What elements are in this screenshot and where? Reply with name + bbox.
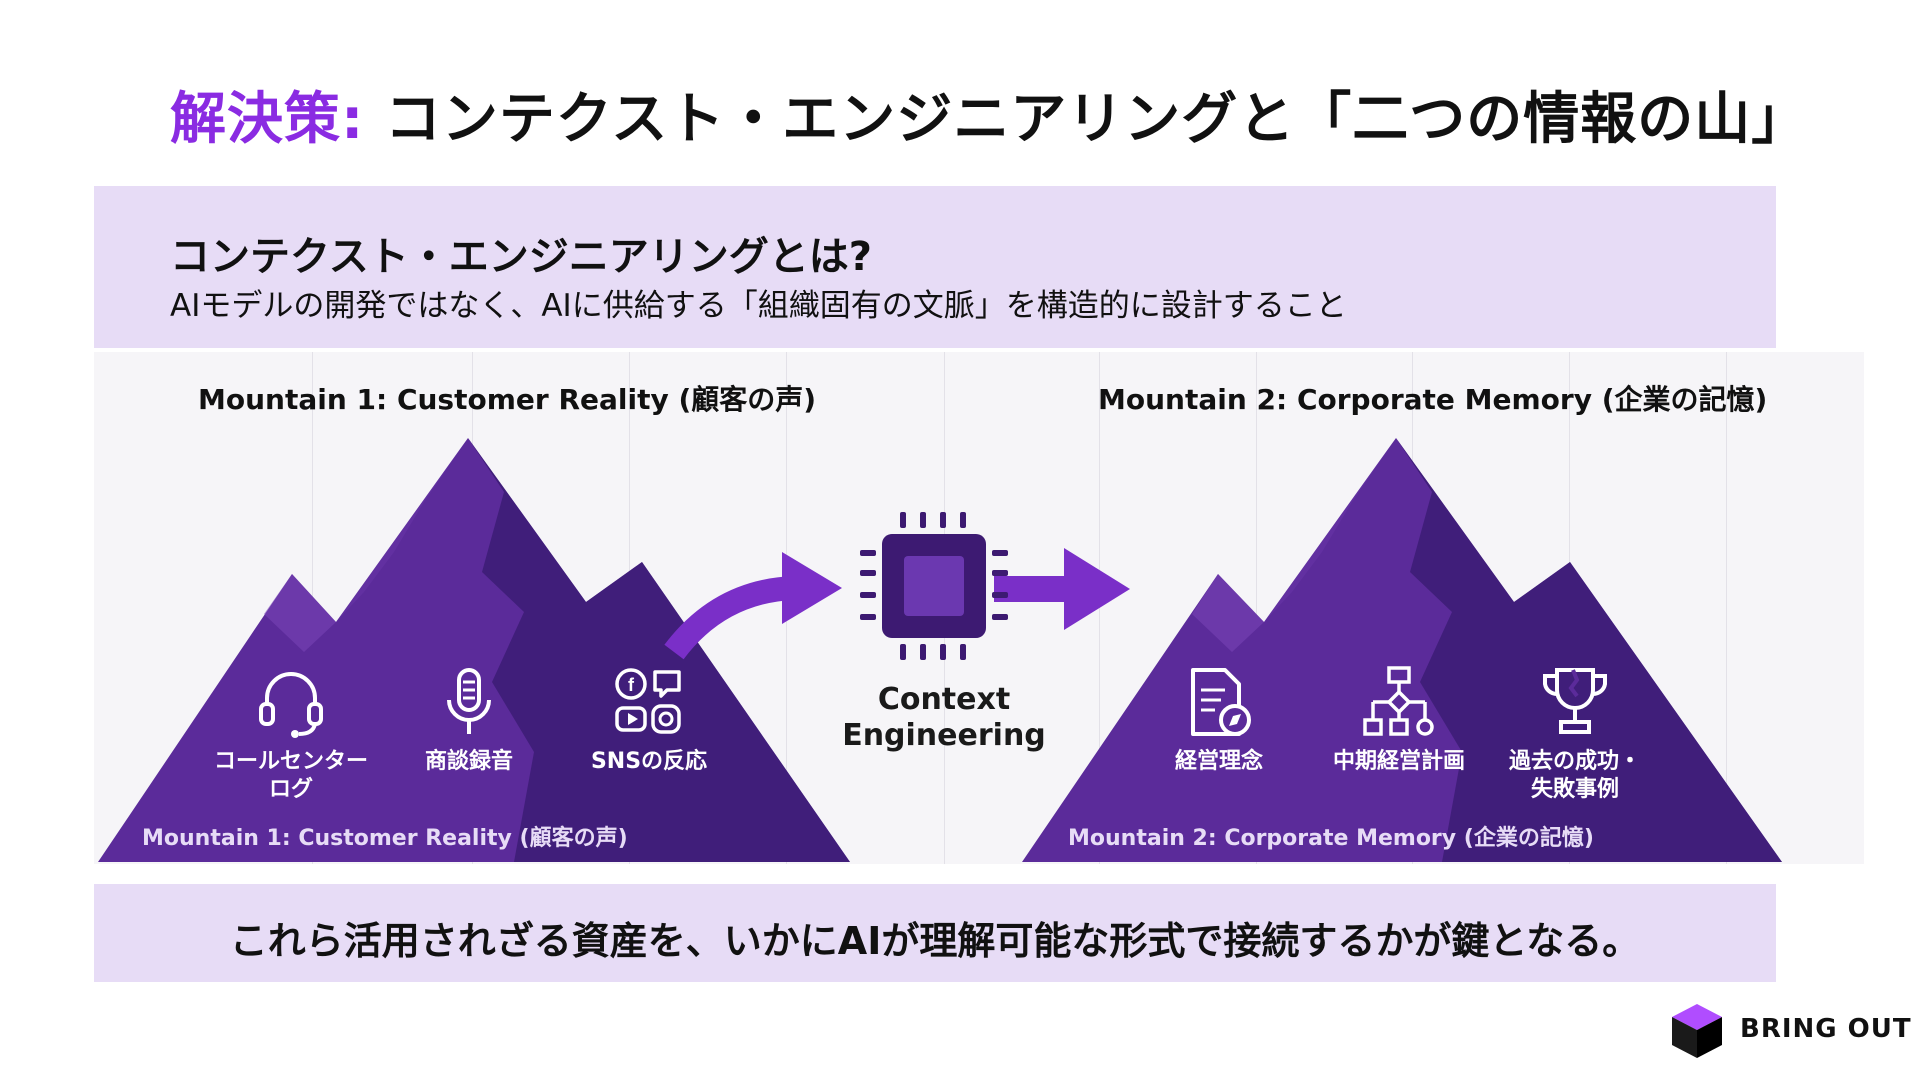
flowchart-icon	[1363, 666, 1434, 736]
item-label-line2: 失敗事例	[1530, 777, 1619, 802]
item-management-philosophy: 経営理念	[1134, 664, 1304, 776]
grid-line	[1726, 352, 1727, 864]
conclusion-box: これら活用されざる資産を、いかにAIが理解可能な形式で接続するかが鍵となる。	[94, 884, 1776, 982]
item-label-line1: 商談録音	[424, 749, 513, 774]
mountain1-shape	[98, 438, 850, 862]
item-sales-recordings: 商談録音	[384, 664, 554, 776]
item-label-line1: コールセンター	[213, 749, 368, 774]
grid-line	[1256, 352, 1257, 864]
mountain2-base-label: Mountain 2: Corporate Memory (企業の記憶)	[1068, 826, 1594, 851]
item-call-center-logs: コールセンター ログ	[206, 664, 376, 804]
mountain2-title: Mountain 2: Corporate Memory (企業の記憶)	[1098, 383, 1768, 416]
item-sns-reactions: f SNSの反応	[564, 664, 734, 776]
social-media-icon: f	[615, 668, 681, 734]
flow-arrow-right	[994, 548, 1130, 630]
title-accent: 解決策:	[170, 87, 365, 152]
page-title: 解決策: コンテクスト・エンジニアリングと「二つの情報の山」	[170, 74, 1820, 155]
microphone-icon	[447, 668, 491, 734]
definition-heading: コンテクスト・エンジニアリングとは?	[170, 234, 873, 280]
cpu-chip-icon	[860, 512, 1008, 660]
logo-text: BRING OUT	[1740, 1014, 1912, 1044]
ce-label-line2: Engineering	[842, 718, 1046, 753]
mountains-art	[98, 438, 1782, 862]
item-label-line1: SNSの反応	[590, 749, 708, 774]
grid-line	[1099, 352, 1100, 864]
ce-label-line1: Context	[877, 682, 1011, 717]
mountains-diagram: Mountain 1: Customer Reality (顧客の声) Moun…	[94, 352, 1864, 864]
definition-box: コンテクスト・エンジニアリングとは? AIモデルの開発ではなく、AIに供給する「…	[94, 186, 1776, 348]
item-label-line1: 中期経営計画	[1332, 749, 1465, 774]
document-compass-icon	[1191, 668, 1251, 736]
brand-logo: BRING OUT	[1660, 1000, 1911, 1064]
mountain2-shape	[1022, 438, 1782, 862]
item-mid-term-plan: 中期経営計画	[1314, 664, 1484, 776]
context-engineering-label: Context Engineering	[814, 682, 1074, 754]
item-label-line2: ログ	[268, 777, 313, 802]
mountain1-base-label: Mountain 1: Customer Reality (顧客の声)	[142, 826, 628, 851]
mountain1-title: Mountain 1: Customer Reality (顧客の声)	[198, 383, 817, 416]
svg-text:f: f	[628, 675, 635, 695]
conclusion-text: これら活用されざる資産を、いかにAIが理解可能な形式で接続するかが鍵となる。	[229, 919, 1641, 963]
cube-icon	[1672, 1004, 1722, 1058]
broken-trophy-icon	[1543, 668, 1607, 734]
item-label-line1: 過去の成功・	[1508, 749, 1641, 774]
item-label-line1: 経営理念	[1174, 749, 1263, 774]
item-past-cases: 過去の成功・ 失敗事例	[1490, 664, 1660, 804]
definition-body: AIモデルの開発ではなく、AIに供給する「組織固有の文脈」を構造的に設計すること	[170, 288, 1347, 324]
headset-icon	[259, 672, 323, 738]
flow-arrow-left	[664, 552, 842, 660]
title-main: コンテクスト・エンジニアリングと「二つの情報の山」	[364, 87, 1809, 152]
